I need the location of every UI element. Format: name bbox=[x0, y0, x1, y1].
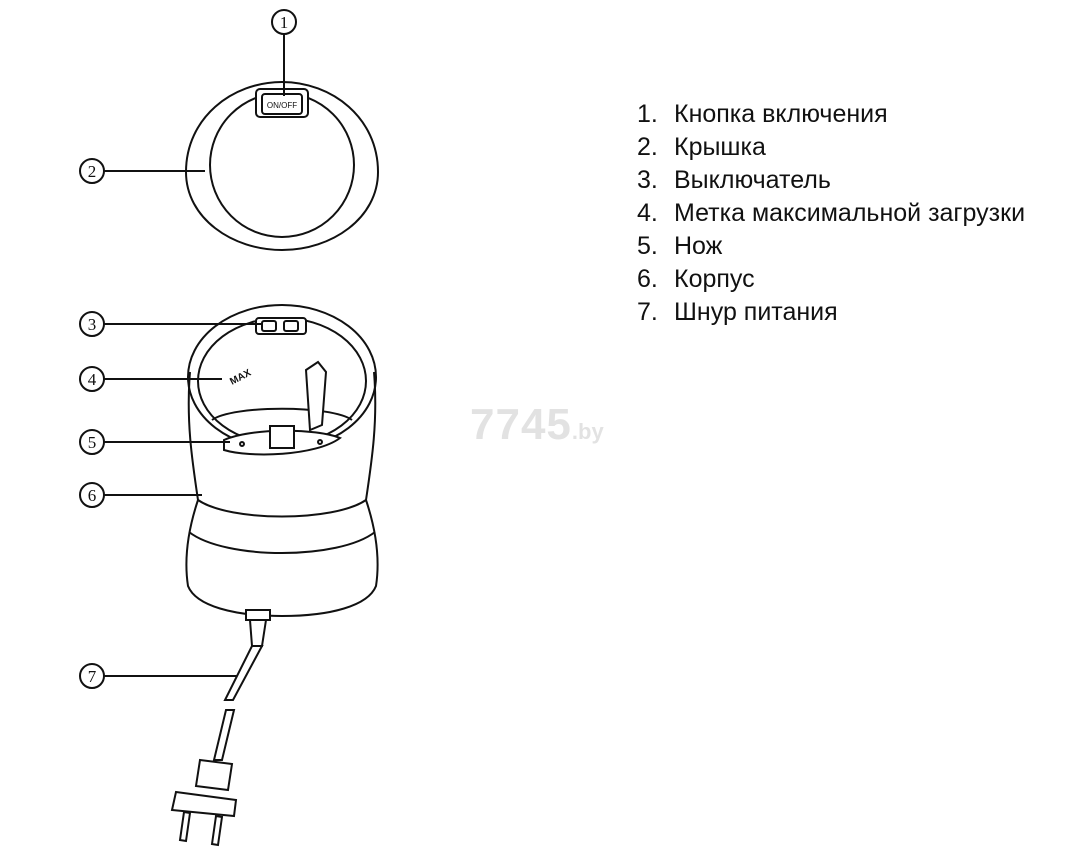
callout-num-4: 4 bbox=[88, 370, 97, 389]
callout-2 bbox=[79, 158, 205, 184]
body-band-top bbox=[197, 499, 367, 518]
blade bbox=[223, 360, 343, 456]
grinder-body: MAX bbox=[185, 304, 379, 618]
legend-label: Корпус bbox=[674, 265, 755, 293]
power-cord bbox=[170, 609, 271, 847]
callout-6 bbox=[79, 482, 202, 508]
watermark: 7745.by bbox=[470, 400, 604, 450]
callout-1 bbox=[271, 9, 297, 96]
legend-label: Метка максимальной загрузки bbox=[674, 199, 1026, 227]
bowl-floor bbox=[211, 407, 353, 421]
legend-label: Шнур питания bbox=[674, 298, 838, 326]
legend-item: 2.Крышка bbox=[637, 133, 766, 161]
switch bbox=[255, 317, 307, 335]
lid-outer bbox=[184, 80, 380, 252]
legend-label: Нож bbox=[674, 232, 723, 260]
callout-num-5: 5 bbox=[88, 433, 97, 452]
legend-label: Кнопка включения bbox=[674, 100, 888, 128]
lid: ON/OFF bbox=[184, 80, 380, 252]
callout-num-2: 2 bbox=[88, 162, 97, 181]
watermark-main: 7745 bbox=[470, 400, 572, 449]
callout-num-6: 6 bbox=[88, 486, 97, 505]
legend-item: 7.Шнур питания bbox=[637, 298, 838, 326]
legend-item: 1.Кнопка включения bbox=[637, 100, 888, 128]
parts-legend: 1.Кнопка включения 2.Крышка 3.Выключател… bbox=[637, 98, 1025, 329]
legend-label: Выключатель bbox=[674, 166, 831, 194]
legend-label: Крышка bbox=[674, 133, 766, 161]
callout-7 bbox=[79, 663, 237, 689]
body-housing bbox=[185, 371, 379, 618]
power-button-text: ON/OFF bbox=[267, 101, 297, 110]
callout-5 bbox=[79, 429, 230, 455]
callout-4 bbox=[79, 366, 222, 392]
callout-num-3: 3 bbox=[88, 315, 97, 334]
max-mark: MAX bbox=[228, 367, 253, 387]
body-band-bottom bbox=[188, 531, 376, 554]
callout-num-1: 1 bbox=[280, 13, 289, 32]
legend-item: 3.Выключатель bbox=[637, 166, 831, 194]
legend-item: 6.Корпус bbox=[637, 265, 755, 293]
callout-3 bbox=[79, 311, 262, 337]
callout-num-7: 7 bbox=[88, 667, 97, 686]
legend-item: 5.Нож bbox=[637, 232, 723, 260]
legend-item: 4.Метка максимальной загрузки bbox=[637, 199, 1026, 227]
watermark-suffix: .by bbox=[571, 419, 604, 444]
power-button: ON/OFF bbox=[255, 88, 309, 118]
plug bbox=[170, 758, 238, 847]
